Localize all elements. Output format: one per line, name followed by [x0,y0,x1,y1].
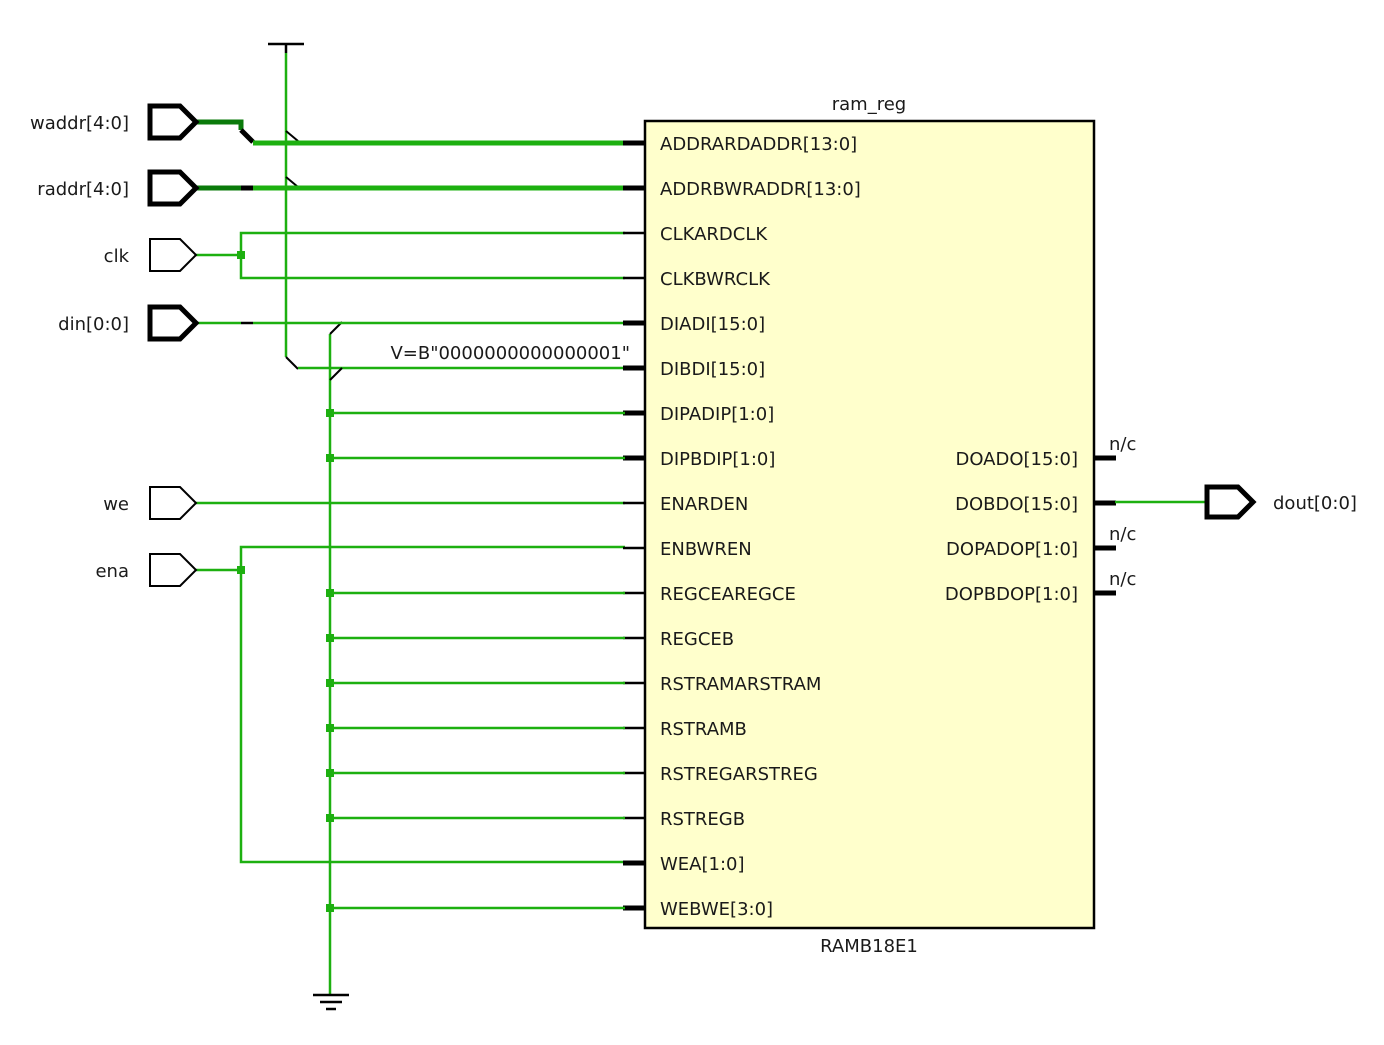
pin-doado[interactable]: DOADO[15:0] n/c [955,434,1136,470]
pin-label: DOBDO[15:0] [955,494,1078,515]
no-connect-label: n/c [1109,524,1136,545]
input-port-label: waddr[4:0] [30,113,129,134]
junction-dot [326,589,334,597]
pin-label: DIBDI[15:0] [660,359,765,380]
junction-dot [326,724,334,732]
no-connect-label: n/c [1109,434,1136,455]
ena-net[interactable] [196,545,625,864]
junction-dot [326,814,334,822]
junction-dot [326,904,334,912]
pin-webwe[interactable]: WEBWE[3:0] [623,899,773,920]
input-port-din[interactable]: din[0:0] [58,304,200,342]
pin-label: ENBWREN [660,539,752,560]
vcc-icon [268,42,304,53]
pin-label: RSTRAMB [660,719,747,740]
waddr-net[interactable] [196,119,625,146]
pin-label: DOPBDOP[1:0] [945,584,1078,605]
input-port-raddr[interactable]: raddr[4:0] [37,169,200,207]
input-port-we[interactable]: we [103,486,198,520]
pin-rstregarstreg[interactable]: RSTREGARSTREG [623,764,818,785]
ram-cell-box[interactable] [643,119,1096,930]
junction-dot [326,634,334,642]
pin-regcearegce[interactable]: REGCEAREGCE [623,584,796,605]
constant-value-label: V=B"0000000000000001" [390,343,630,364]
junction-dot [326,679,334,687]
input-port-label: clk [104,246,130,267]
cell-instance-name: ram_reg [832,94,906,115]
junction-dot [326,409,334,417]
pin-addrardaddr[interactable]: ADDRARDADDR[13:0] [623,134,857,155]
pin-dipadip[interactable]: DIPADIP[1:0] [623,404,774,425]
junction-dot [326,769,334,777]
cell-type-name: RAMB18E1 [820,936,918,957]
pin-clkardclk[interactable]: CLKARDCLK [623,224,768,245]
pin-dobdo[interactable]: DOBDO[15:0] [955,494,1116,515]
input-port-label: ena [95,561,129,582]
pin-enbwren[interactable]: ENBWREN [623,539,752,560]
pin-label: DIADI[15:0] [660,314,765,335]
pin-rstramb[interactable]: RSTRAMB [623,719,747,740]
ground-taps [326,409,625,912]
pin-label: ADDRBWRADDR[13:0] [660,179,861,200]
output-port-dout[interactable] [1204,484,1257,520]
pin-label: WEBWE[3:0] [660,899,773,920]
pin-wea[interactable]: WEA[1:0] [623,854,745,875]
pin-label: DOADO[15:0] [955,449,1078,470]
left-pins: ADDRARDADDR[13:0] ADDRBWRADDR[13:0] CLKARD… [623,134,861,920]
pin-label: RSTREGARSTREG [660,764,818,785]
pin-label: DIPADIP[1:0] [660,404,774,425]
pin-label: ADDRARDADDR[13:0] [660,134,857,155]
junction-dot [326,454,334,462]
pin-label: REGCEB [660,629,734,650]
input-port-label: we [103,494,129,515]
pin-addrbwraddr[interactable]: ADDRBWRADDR[13:0] [623,179,861,200]
input-port-clk[interactable]: clk [104,238,198,272]
pin-regceb[interactable]: REGCEB [623,629,734,650]
pin-label: RSTREGB [660,809,745,830]
pin-rstramarstram[interactable]: RSTRAMARSTRAM [623,674,821,695]
input-port-label: raddr[4:0] [37,179,129,200]
pin-label: DOPADOP[1:0] [946,539,1078,560]
junction-dot [237,251,245,259]
pin-label: CLKARDCLK [660,224,768,245]
right-pins: DOADO[15:0]n/cDOBDO[15:0]DOPADOP[1:0]n/c… [945,434,1137,605]
vcc-net[interactable] [284,53,625,370]
pin-clkbwrclk[interactable]: CLKBWRCLK [623,269,771,290]
pin-dibdi[interactable]: DIBDI[15:0] [623,359,765,380]
pin-dopadop[interactable]: DOPADOP[1:0] n/c [946,524,1136,560]
ground-icon [313,993,349,1011]
pin-enarden[interactable]: ENARDEN [623,494,748,515]
pin-dipbdip[interactable]: DIPBDIP[1:0] [623,449,775,470]
pin-label: CLKBWRCLK [660,269,771,290]
pin-label: WEA[1:0] [660,854,745,875]
pin-diadi[interactable]: DIADI[15:0] [623,314,765,335]
clk-net[interactable] [196,231,625,280]
junction-dot [237,566,245,574]
pin-label: ENARDEN [660,494,748,515]
pin-dopbdop[interactable]: DOPBDOP[1:0] n/c [945,569,1137,605]
pin-label: REGCEAREGCE [660,584,796,605]
ground-net[interactable] [328,321,343,995]
pin-rstregb[interactable]: RSTREGB [623,809,745,830]
pin-label: DIPBDIP[1:0] [660,449,775,470]
pin-label: RSTRAMARSTRAM [660,674,821,695]
input-port-label: din[0:0] [58,314,129,335]
output-port-label: dout[0:0] [1273,493,1357,514]
input-port-ena[interactable]: ena [95,553,198,587]
input-port-waddr[interactable]: waddr[4:0] [30,103,200,141]
input-ports: waddr[4:0] raddr[4:0] clk din[0:0] we ena [30,103,200,587]
no-connect-label: n/c [1109,569,1136,590]
